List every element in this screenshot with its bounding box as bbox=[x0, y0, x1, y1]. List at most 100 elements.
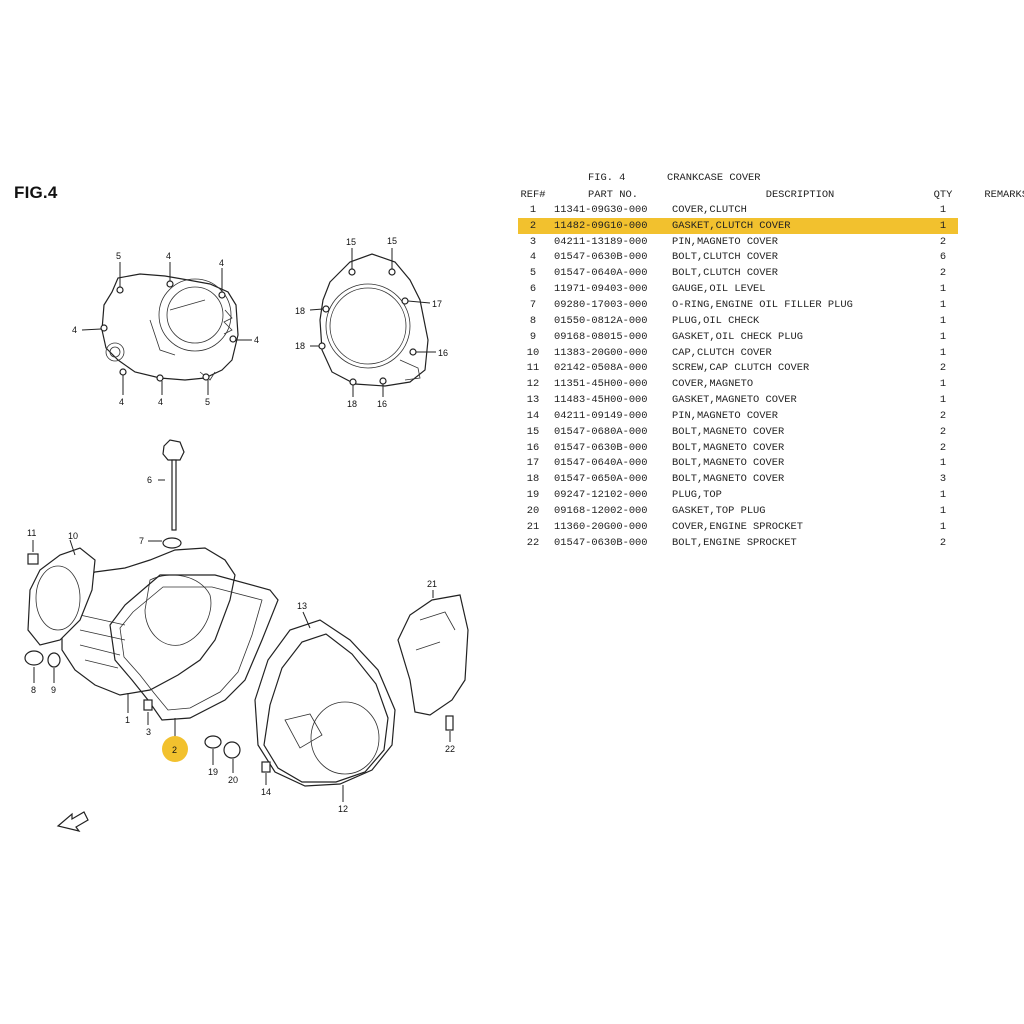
row-description: BOLT,CLUTCH COVER bbox=[672, 251, 779, 264]
row-qty: 1 bbox=[939, 504, 947, 517]
callout-20: 20 bbox=[228, 775, 238, 785]
row-qty: 1 bbox=[939, 346, 947, 359]
row-description: BOLT,MAGNETO COVER bbox=[672, 441, 785, 454]
row-part-no: 11360-20G00-000 bbox=[554, 520, 648, 533]
row-description: O-RING,ENGINE OIL FILLER PLUG bbox=[672, 298, 853, 311]
row-remarks bbox=[958, 345, 1024, 361]
callout-tr-18a: 18 bbox=[295, 306, 305, 316]
row-qty: 1 bbox=[939, 457, 947, 470]
callout-tr-15b: 15 bbox=[387, 236, 397, 246]
row-remarks bbox=[958, 297, 1024, 313]
callout-tr-18b: 18 bbox=[295, 341, 305, 351]
callout-1: 1 bbox=[125, 715, 130, 725]
callout-6: 6 bbox=[147, 475, 152, 485]
header-ref: REF# bbox=[520, 188, 546, 201]
caption-fig: FIG. 4 bbox=[588, 172, 626, 184]
callout-tr-16b: 16 bbox=[377, 399, 387, 409]
callout-7: 7 bbox=[139, 536, 144, 546]
row-ref: 21 bbox=[526, 520, 540, 533]
callout-3: 3 bbox=[146, 727, 151, 737]
row-description: PLUG,TOP bbox=[672, 489, 722, 502]
row-description: GASKET,MAGNETO COVER bbox=[672, 394, 797, 407]
row-ref: 18 bbox=[526, 473, 540, 486]
row-ref: 1 bbox=[529, 203, 537, 216]
row-part-no: 01547-0640A-000 bbox=[554, 457, 648, 470]
callout-22: 22 bbox=[445, 744, 455, 754]
callout-21: 21 bbox=[427, 579, 437, 589]
row-qty: 1 bbox=[939, 489, 947, 502]
row-qty: 2 bbox=[939, 536, 947, 549]
row-part-no: 04211-09149-000 bbox=[554, 409, 648, 422]
row-qty: 2 bbox=[939, 441, 947, 454]
row-qty: 2 bbox=[939, 362, 947, 375]
parts-table-row: 21 11360-20G00-000 COVER,ENGINE SPROCKET 1 bbox=[518, 519, 1024, 535]
row-remarks bbox=[958, 471, 1024, 487]
row-remarks bbox=[958, 360, 1024, 376]
row-part-no: 01547-0630B-000 bbox=[554, 251, 648, 264]
row-part-no: 11383-20G00-000 bbox=[554, 346, 648, 359]
fwd-arrow-icon bbox=[56, 811, 89, 832]
row-part-no: 01547-0680A-000 bbox=[554, 425, 648, 438]
row-ref: 19 bbox=[526, 489, 540, 502]
row-remarks bbox=[958, 456, 1024, 472]
callout-tr-16a: 16 bbox=[438, 348, 448, 358]
callout-tr-17: 17 bbox=[432, 299, 442, 309]
row-ref: 7 bbox=[529, 298, 537, 311]
row-ref: 4 bbox=[529, 251, 537, 264]
header-part-no: PART NO. bbox=[588, 188, 638, 201]
row-ref: 3 bbox=[529, 235, 537, 248]
callout-tl-4e: 4 bbox=[119, 397, 124, 407]
callout-tr-18c: 18 bbox=[347, 399, 357, 409]
row-description: PIN,MAGNETO COVER bbox=[672, 409, 779, 422]
row-ref: 9 bbox=[529, 330, 537, 343]
row-remarks bbox=[958, 250, 1024, 266]
callout-tl-4c: 4 bbox=[72, 325, 77, 335]
row-part-no: 09280-17003-000 bbox=[554, 298, 648, 311]
row-part-no: 11971-09403-000 bbox=[554, 283, 648, 296]
row-description: COVER,CLUTCH bbox=[672, 203, 747, 216]
row-remarks bbox=[958, 313, 1024, 329]
callout-11: 11 bbox=[27, 528, 36, 538]
row-ref: 12 bbox=[526, 378, 540, 391]
row-description: GASKET,TOP PLUG bbox=[672, 504, 766, 517]
row-ref: 5 bbox=[529, 267, 537, 280]
row-qty: 1 bbox=[939, 520, 947, 533]
row-ref: 11 bbox=[526, 362, 540, 375]
callout-9: 9 bbox=[51, 685, 56, 695]
row-description: SCREW,CAP CLUTCH COVER bbox=[672, 362, 810, 375]
callout-tl-5b: 5 bbox=[205, 397, 210, 407]
header-description: DESCRIPTION bbox=[765, 188, 835, 201]
header-remarks: REMARKS bbox=[984, 188, 1024, 201]
row-part-no: 01547-0630B-000 bbox=[554, 441, 648, 454]
engine-exploded-view: 6 7 11 10 8 9 1 3 2 19 20 14 13 12 21 22 bbox=[24, 439, 469, 814]
parts-table-header: REF# PART NO. DESCRIPTION QTY REMARKS bbox=[518, 187, 1024, 202]
row-part-no: 01547-0630B-000 bbox=[554, 536, 648, 549]
row-description: BOLT,CLUTCH COVER bbox=[672, 267, 779, 280]
row-remarks bbox=[958, 535, 1024, 551]
callout-13: 13 bbox=[297, 601, 307, 611]
callout-12: 12 bbox=[338, 804, 348, 814]
row-ref: 20 bbox=[526, 504, 540, 517]
callout-tl-5a: 5 bbox=[116, 251, 121, 261]
callout-10: 10 bbox=[68, 531, 78, 541]
row-ref: 2 bbox=[518, 217, 548, 234]
row-part-no: 04211-13189-000 bbox=[554, 235, 648, 248]
callout-tr-15a: 15 bbox=[346, 237, 356, 247]
row-remarks bbox=[958, 281, 1024, 297]
row-description: COVER,ENGINE SPROCKET bbox=[672, 520, 803, 533]
row-description: PLUG,OIL CHECK bbox=[672, 314, 760, 327]
row-qty: 2 bbox=[939, 409, 947, 422]
